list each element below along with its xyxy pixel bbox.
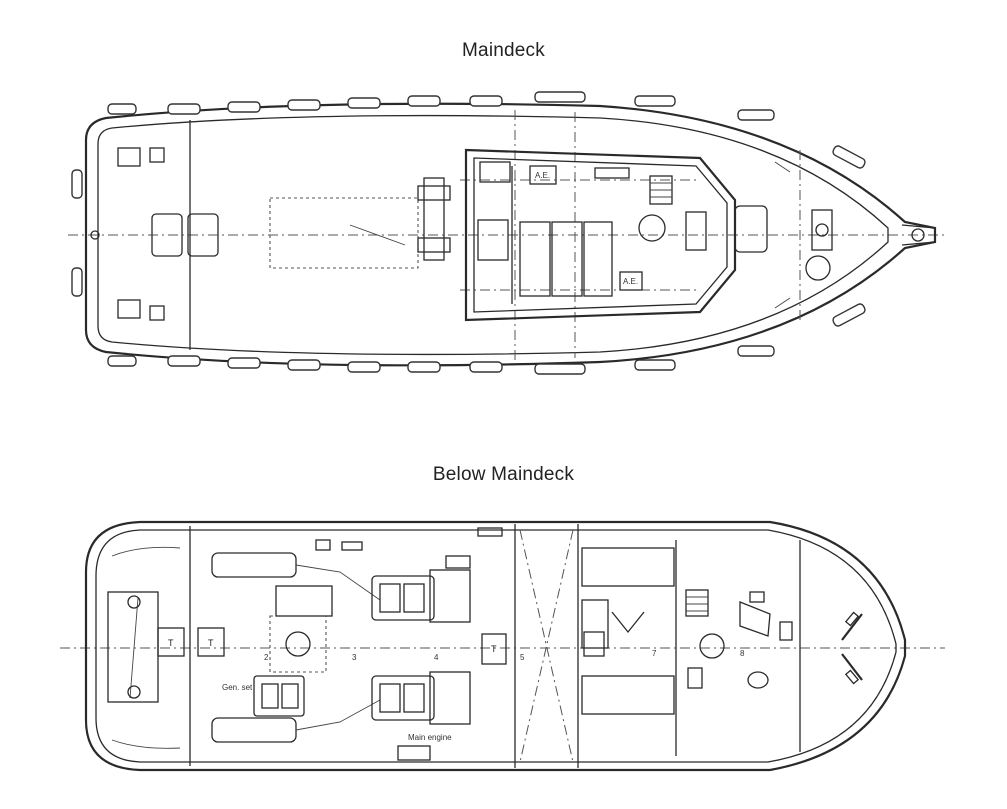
below-tank-2-label: T xyxy=(208,638,214,648)
maindeck-aft-cleat-lower xyxy=(149,305,165,321)
below-bunk-upper xyxy=(581,547,675,587)
maindeck-aft-cleat-upper xyxy=(149,147,165,163)
maindeck-seat-2 xyxy=(551,221,583,297)
below-tank-3-label: T xyxy=(491,644,497,654)
maindeck-seat-1 xyxy=(519,221,551,297)
maindeck-deckhouse xyxy=(464,148,737,322)
maindeck-fenders-port xyxy=(71,91,866,297)
below-compartment-3-label: 3 xyxy=(352,653,357,662)
maindeck-windlass xyxy=(815,223,829,237)
below-shower xyxy=(739,601,771,637)
maindeck-ae-label-bottom: A.E. xyxy=(623,277,638,286)
maindeck-table xyxy=(638,214,666,242)
below-bunk-lower xyxy=(581,675,675,715)
below-silencer-port xyxy=(211,552,297,578)
maindeck-stern-fairlead xyxy=(90,230,100,240)
maindeck-capstan xyxy=(805,255,831,281)
below-main-engine-stbd xyxy=(371,671,471,725)
below-gen-set-label: Gen. set xyxy=(222,683,253,692)
below-tank-2 xyxy=(197,627,225,657)
maindeck-seat-3 xyxy=(583,221,613,297)
maindeck-anchor-fitting xyxy=(911,228,925,242)
below-toilet xyxy=(747,671,769,689)
below-anchor-pocket-1 xyxy=(841,613,863,641)
below-small-box-2 xyxy=(341,541,363,551)
below-compartment-7-label: 7 xyxy=(652,649,657,658)
below-door-swing xyxy=(611,611,645,634)
maindeck-winch-drum-2 xyxy=(417,237,451,253)
maindeck-deckhouse-store xyxy=(477,219,509,261)
maindeck-helm-seat xyxy=(685,211,707,251)
maindeck-console xyxy=(594,167,630,179)
below-fwd-vent xyxy=(477,527,503,537)
maindeck-winch-drum-1 xyxy=(417,185,451,201)
below-hull-inner xyxy=(95,529,897,763)
maindeck-towing-bitt-fwd xyxy=(187,213,219,257)
maindeck-title: Maindeck xyxy=(462,40,545,61)
below-compartment-8-label: 8 xyxy=(740,649,745,658)
maindeck-stem xyxy=(901,224,936,246)
maindeck-fenders-starboard xyxy=(107,303,866,375)
below-gen-block-1 xyxy=(275,585,333,617)
maindeck-hatch xyxy=(269,197,419,269)
maindeck-bulwark-outline xyxy=(97,114,889,356)
maindeck-winch xyxy=(423,177,445,261)
below-maindeck-plan: T T T xyxy=(60,520,945,772)
below-gen-set-engine xyxy=(253,675,305,717)
maindeck-fwd-bitt xyxy=(734,205,768,253)
maindeck-deckhouse-locker xyxy=(479,161,511,183)
below-exhaust-stbd xyxy=(111,739,181,749)
below-exhaust-port xyxy=(111,546,181,557)
below-compartment-4-label: 4 xyxy=(434,653,439,662)
below-rudder-stock-port xyxy=(127,595,141,609)
below-tank-1 xyxy=(157,627,185,657)
below-locker-1 xyxy=(581,599,609,649)
below-table xyxy=(699,633,725,659)
below-rudder-stock-stbd xyxy=(127,685,141,699)
below-silencer-stbd xyxy=(211,717,297,743)
maindeck-ae-label-top: A.E. xyxy=(535,171,550,180)
below-small-box-3 xyxy=(397,745,431,761)
maindeck-towing-bitt-aft xyxy=(151,213,183,257)
below-gen-area xyxy=(269,615,327,673)
maindeck-ae-box-top xyxy=(529,165,557,185)
below-main-engine-port xyxy=(371,555,471,623)
below-main-engine-label: Main engine xyxy=(408,733,452,742)
maindeck-deckhouse-inner xyxy=(473,157,728,313)
below-exhaust-pipe-port xyxy=(295,564,381,601)
maindeck-windlass-base xyxy=(811,209,833,251)
maindeck-aft-bitt-upper xyxy=(117,147,141,167)
below-fwd-box xyxy=(749,591,765,603)
maindeck-ae-box-bottom xyxy=(619,271,643,291)
below-compartment-5-label: 5 xyxy=(520,653,525,662)
below-anchor-pocket-2 xyxy=(841,653,863,681)
below-tank-1-label: T xyxy=(168,638,174,648)
below-compartment-2-label: 2 xyxy=(264,653,269,662)
below-gen-flywheel xyxy=(285,631,311,657)
maindeck-plan: A.E. A.E. xyxy=(68,91,945,375)
below-hatch-fwd xyxy=(779,621,793,641)
below-small-box-1 xyxy=(315,539,331,551)
below-ladder xyxy=(685,589,709,617)
maindeck-hatch-mark xyxy=(349,224,406,246)
below-ae-block xyxy=(583,631,605,657)
below-maindeck-title: Below Maindeck xyxy=(432,464,575,485)
below-sink xyxy=(687,667,703,689)
maindeck-aft-bitt-lower xyxy=(117,299,141,319)
below-hull-outline xyxy=(84,520,907,772)
below-exhaust-pipe-stbd xyxy=(295,699,381,731)
below-tank-3 xyxy=(481,633,507,665)
